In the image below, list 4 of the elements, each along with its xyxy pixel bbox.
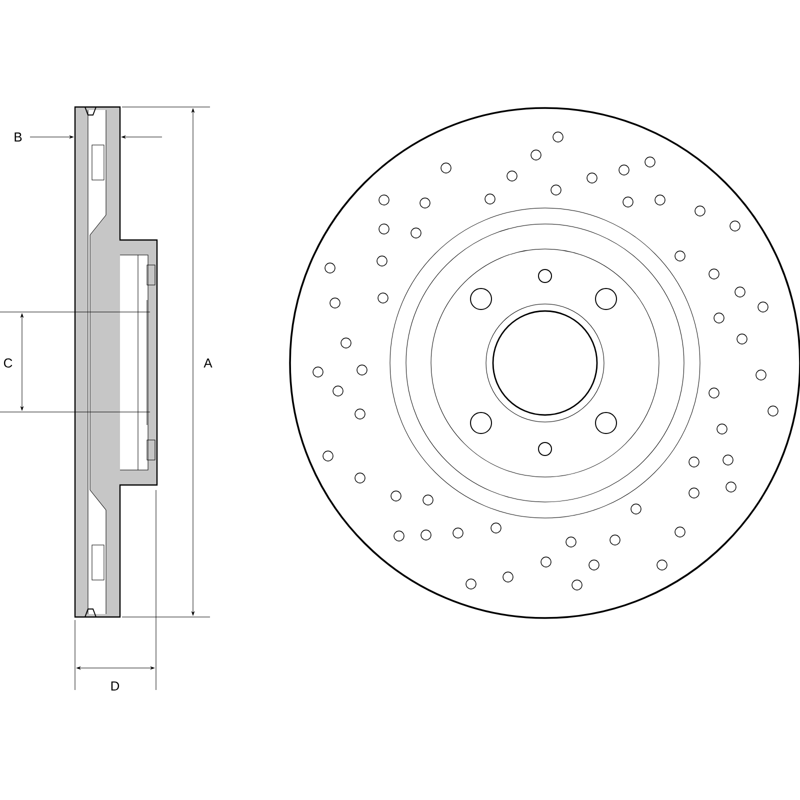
dimension-label: B [14,132,22,142]
dimension-label: D [111,682,120,690]
dimension-label: A [204,358,212,368]
dimension-label: C [4,358,12,368]
